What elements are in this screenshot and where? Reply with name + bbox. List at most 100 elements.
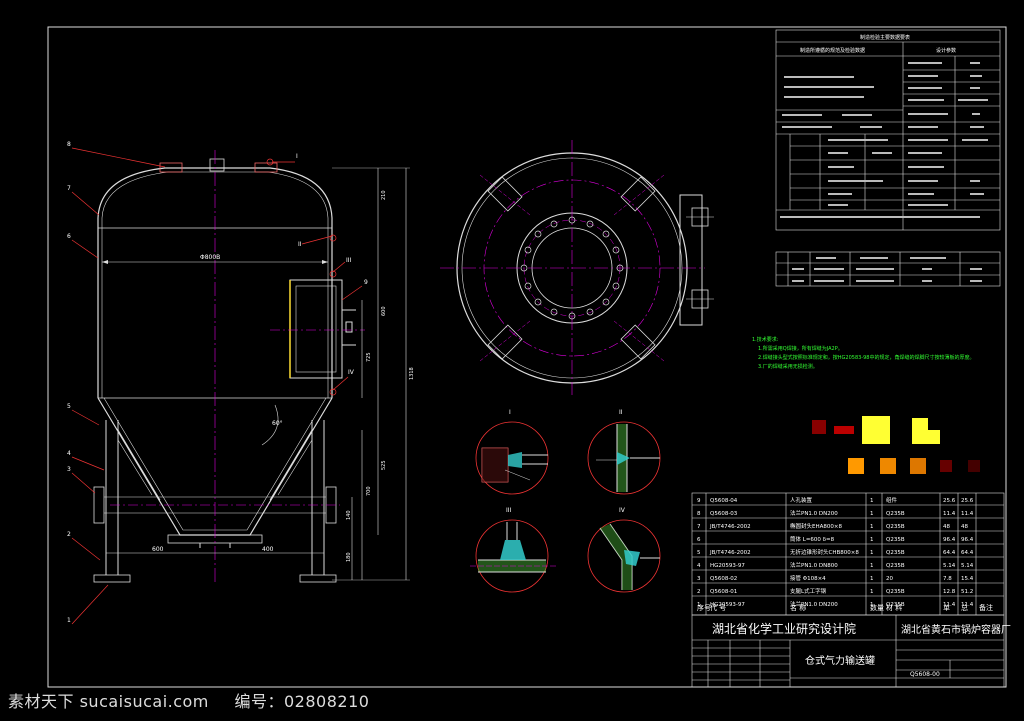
detail-label-group: I II III IV [506, 409, 626, 514]
bom-cell: Q235B [886, 550, 905, 556]
bom-table [691, 492, 1005, 616]
bom-header-cell: 数量 [870, 603, 884, 612]
design-data-col-design: 设计参数 [936, 47, 956, 54]
bom-cell: 11.4 [943, 511, 956, 517]
bom-cell: 5.14 [961, 563, 974, 569]
bom-header-cell: 代 号 [710, 603, 726, 612]
detail-label-I: I [509, 409, 511, 416]
callout-6: 6 [67, 233, 71, 240]
watermark-code: 编号：02808210 [234, 692, 370, 711]
dim-v3: 725 [366, 352, 372, 362]
bom-cell: Q5608-03 [710, 511, 738, 517]
nozzle-table [775, 251, 1001, 287]
bom-cell: 96.4 [961, 537, 974, 543]
bom-cell: 5 [697, 550, 701, 556]
watermark: 素材天下 sucaisucai.com 编号：02808210 [8, 688, 389, 712]
bom-header-cell: 材 料 [886, 603, 902, 612]
callout-labels: 8 7 6 5 4 3 2 1 9 I II III IV [67, 141, 368, 624]
notes-heading: 1.技术要求: [752, 336, 779, 343]
bom-cell: 3 [697, 576, 701, 582]
bom-cell: Q235B [886, 563, 905, 569]
design-data-title: 制造检验主要数据要表 [860, 34, 910, 41]
bom-cell: 1 [870, 589, 874, 595]
technical-notes: 1.技术要求: 1.所需采用Q焊接，所有焊缝为JA2P。 2.焊缝接头型式按照标… [752, 336, 974, 370]
bom-cell: 48 [943, 524, 950, 530]
bom-cell: 12.8 [943, 589, 956, 595]
callout-5: 5 [67, 403, 71, 410]
dim-v4: 525 [381, 460, 387, 470]
bom-cell: 1 [870, 524, 874, 530]
bom-cell: 96.4 [943, 537, 956, 543]
bom-cell: 7 [697, 524, 701, 530]
bom-cell: 64.4 [961, 550, 974, 556]
bom-header-cell: 总 [961, 603, 968, 612]
callout-II: II [298, 241, 302, 248]
bom-cell: 筒体 L=600 δ=8 [790, 535, 835, 543]
bom-cell: 法兰PN1.0 DN800 [790, 561, 838, 569]
drawing-number: Q5608-00 [910, 671, 940, 678]
bom-cell: JB/T4746-2002 [709, 524, 751, 530]
note-line-1: 1.所需采用Q焊接，所有焊缝为JA2P。 [758, 345, 843, 352]
drawing-frame [47, 26, 1007, 688]
bom-cell: 组件 [886, 496, 898, 504]
bom-cell: 1 [870, 576, 874, 582]
detail-label-III: III [506, 507, 512, 514]
bom-cell: 1 [870, 511, 874, 517]
callout-2: 2 [67, 531, 71, 538]
dim-v1: 210 [381, 190, 387, 200]
bom-cell: Q5608-04 [710, 498, 738, 504]
bom-cell: 椭圆封头EHA800×8 [790, 522, 842, 530]
bom-header-cell: 备注 [979, 603, 993, 612]
dim-400: 400 [262, 546, 274, 553]
bom-cell: 6 [697, 537, 701, 543]
bom-cell: HG20593-97 [710, 563, 745, 569]
callout-9: 9 [364, 279, 368, 286]
bom-cell: 接管 Φ108×4 [790, 574, 826, 582]
detail-II [587, 421, 661, 495]
bom-cell: Q5608-01 [710, 589, 737, 595]
bom-cell: 11.4 [961, 511, 974, 517]
callout-4: 4 [67, 450, 71, 457]
bom-cell: 7.8 [943, 576, 952, 582]
watermark-site: 素材天下 sucaisucai.com [8, 692, 209, 711]
vessel-top-view [440, 140, 714, 395]
callout-leaders [71, 147, 363, 625]
detail-IV [587, 519, 661, 593]
bom-cell: 9 [697, 498, 701, 504]
bom-cell: 1 [870, 498, 874, 504]
bom-cell: 5.14 [943, 563, 956, 569]
bom-cell: 8 [697, 511, 701, 517]
bom-cell: Q235B [886, 589, 905, 595]
bom-cell: Q235B [886, 602, 905, 608]
design-data-col-manufacture: 制造所遵循的规范及检验数据 [800, 47, 865, 54]
note-line-2: 2.焊缝接头型式按照标准规定和，按HG20583-98中的规定，角焊缝的焊脚尺寸… [758, 354, 974, 361]
dim-v7: 180 [346, 552, 352, 562]
bom-cell: 64.4 [943, 550, 956, 556]
bom-cell: Q235B [886, 524, 905, 530]
bom-cell: 人孔装置 [790, 496, 813, 504]
bom-header-cell: 单 [943, 603, 950, 612]
bom-cell: 支腿L式工字钢 [790, 587, 827, 595]
dim-total: 1318 [409, 367, 415, 380]
bom-cell: 25.6 [943, 498, 956, 504]
callout-IV: IV [348, 369, 355, 376]
dim-v6: 140 [346, 510, 352, 520]
dim-angle: 60° [272, 420, 283, 427]
callout-8: 8 [67, 141, 71, 148]
bom-cell: 11.4 [961, 602, 974, 608]
bom-cell: Q5608-02 [710, 576, 737, 582]
bom-cell: 1 [697, 602, 701, 608]
diameter-dim: Φ800B [200, 254, 220, 261]
bom-cell: 51.2 [961, 589, 973, 595]
institute-name: 湖北省化学工业研究设计院 [712, 621, 856, 636]
drawing-title: 仓式气力输送罐 [805, 654, 875, 667]
bom-cell: JB/T4746-2002 [709, 550, 751, 556]
bom-cell: 法兰PN1.0 DN200 [790, 509, 838, 517]
title-block [691, 614, 1005, 688]
detail-label-II: II [619, 409, 623, 416]
callout-7: 7 [67, 185, 71, 192]
color-swatches [812, 416, 980, 474]
bom-cell: 无折边锥形封头CHB800×8 [790, 548, 859, 556]
